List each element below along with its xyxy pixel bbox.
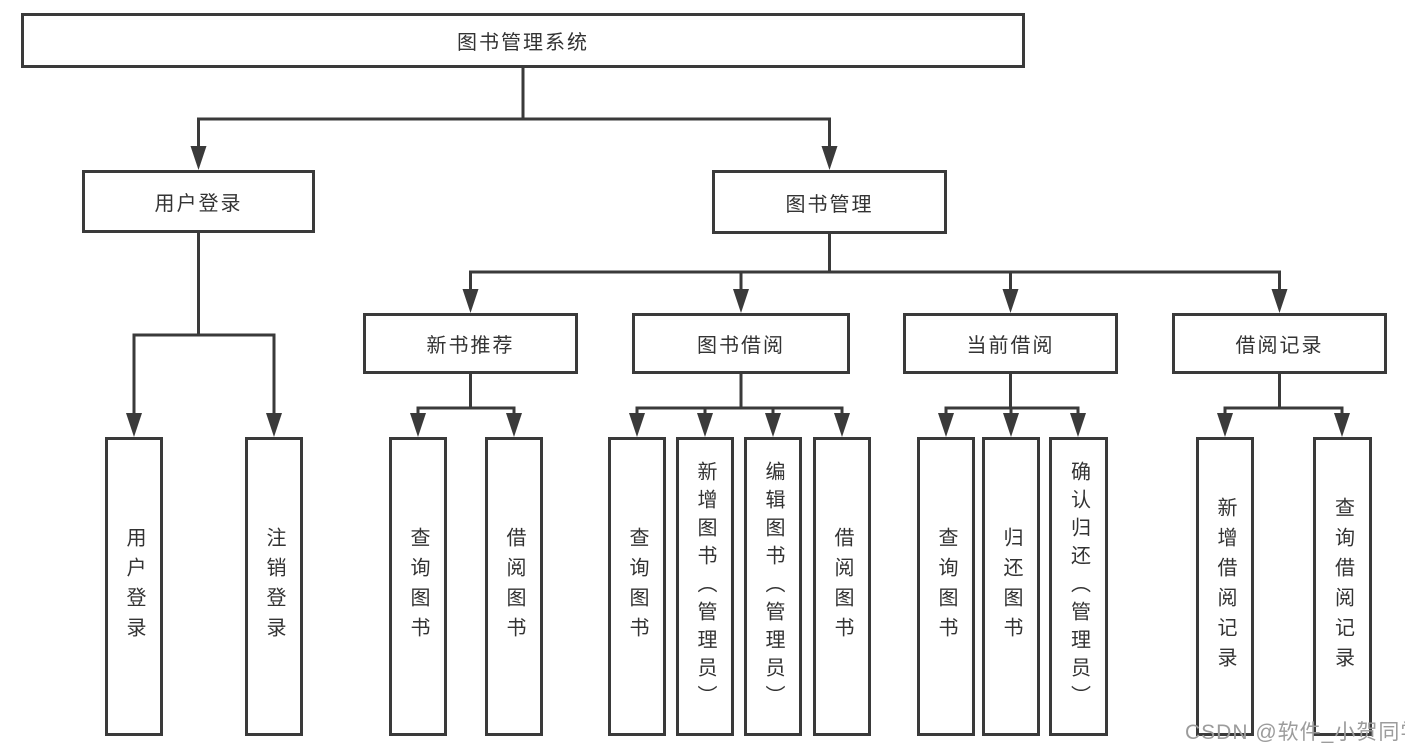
arrow-down-icon (410, 413, 426, 437)
watermark: CSDN @软件_小贺同学 (1185, 721, 1405, 744)
leaf-current-query-books: 查询图书 (917, 437, 975, 736)
arrow-down-icon (1070, 413, 1086, 437)
node-borrowing-records: 借阅记录 (1172, 313, 1387, 374)
arrow-down-icon (1217, 413, 1233, 437)
arrow-down-icon (462, 289, 479, 313)
arrow-down-icon (629, 413, 645, 437)
leaf-borrowing-borrow-books: 借阅图书 (813, 437, 871, 736)
arrow-down-icon (938, 413, 954, 437)
arrow-down-icon (697, 413, 713, 437)
arrow-down-icon (821, 146, 838, 170)
node-new-book-recommend: 新书推荐 (363, 313, 578, 374)
leaf-user-login: 用户登录 (105, 437, 163, 736)
arrow-down-icon (506, 413, 522, 437)
node-book-borrowing: 图书借阅 (632, 313, 850, 374)
connector-current-to-leaves (944, 374, 1080, 414)
arrow-down-icon (765, 413, 781, 437)
connector-userlogin-to-leaves (132, 233, 276, 414)
node-current-borrowing: 当前借阅 (903, 313, 1118, 374)
leaf-records-query-record: 查询借阅记录 (1313, 437, 1372, 736)
arrow-down-icon (733, 289, 749, 313)
leaf-logout: 注销登录 (245, 437, 303, 736)
arrow-down-icon (834, 413, 850, 437)
connector-bookmgmt-to-level3 (469, 234, 1281, 290)
leaf-records-add-record: 新增借阅记录 (1196, 437, 1254, 736)
arrow-down-icon (1334, 413, 1350, 437)
leaf-current-confirm-return-admin: 确认归还（管理员） (1049, 437, 1108, 736)
arrow-down-icon (126, 413, 142, 437)
connector-root-to-level2 (197, 68, 831, 147)
connector-records-to-leaves (1223, 374, 1344, 414)
leaf-newbooks-query-books: 查询图书 (389, 437, 447, 736)
arrow-down-icon (1003, 413, 1019, 437)
arrow-down-icon (1002, 289, 1019, 313)
arrow-down-icon (266, 413, 282, 437)
arrow-down-icon (190, 146, 207, 170)
leaf-newbooks-borrow-books: 借阅图书 (485, 437, 543, 736)
node-root-system: 图书管理系统 (21, 13, 1025, 68)
node-user-login: 用户登录 (82, 170, 315, 233)
leaf-borrowing-add-books-admin: 新增图书（管理员） (676, 437, 734, 736)
node-book-management: 图书管理 (712, 170, 947, 234)
connector-borrowing-to-leaves (635, 374, 844, 414)
arrow-down-icon (1271, 289, 1288, 313)
connector-newbooks-to-leaves (416, 374, 516, 414)
leaf-borrowing-query-books: 查询图书 (608, 437, 666, 736)
leaf-borrowing-edit-books-admin: 编辑图书（管理员） (744, 437, 802, 736)
leaf-current-return-books: 归还图书 (982, 437, 1040, 736)
